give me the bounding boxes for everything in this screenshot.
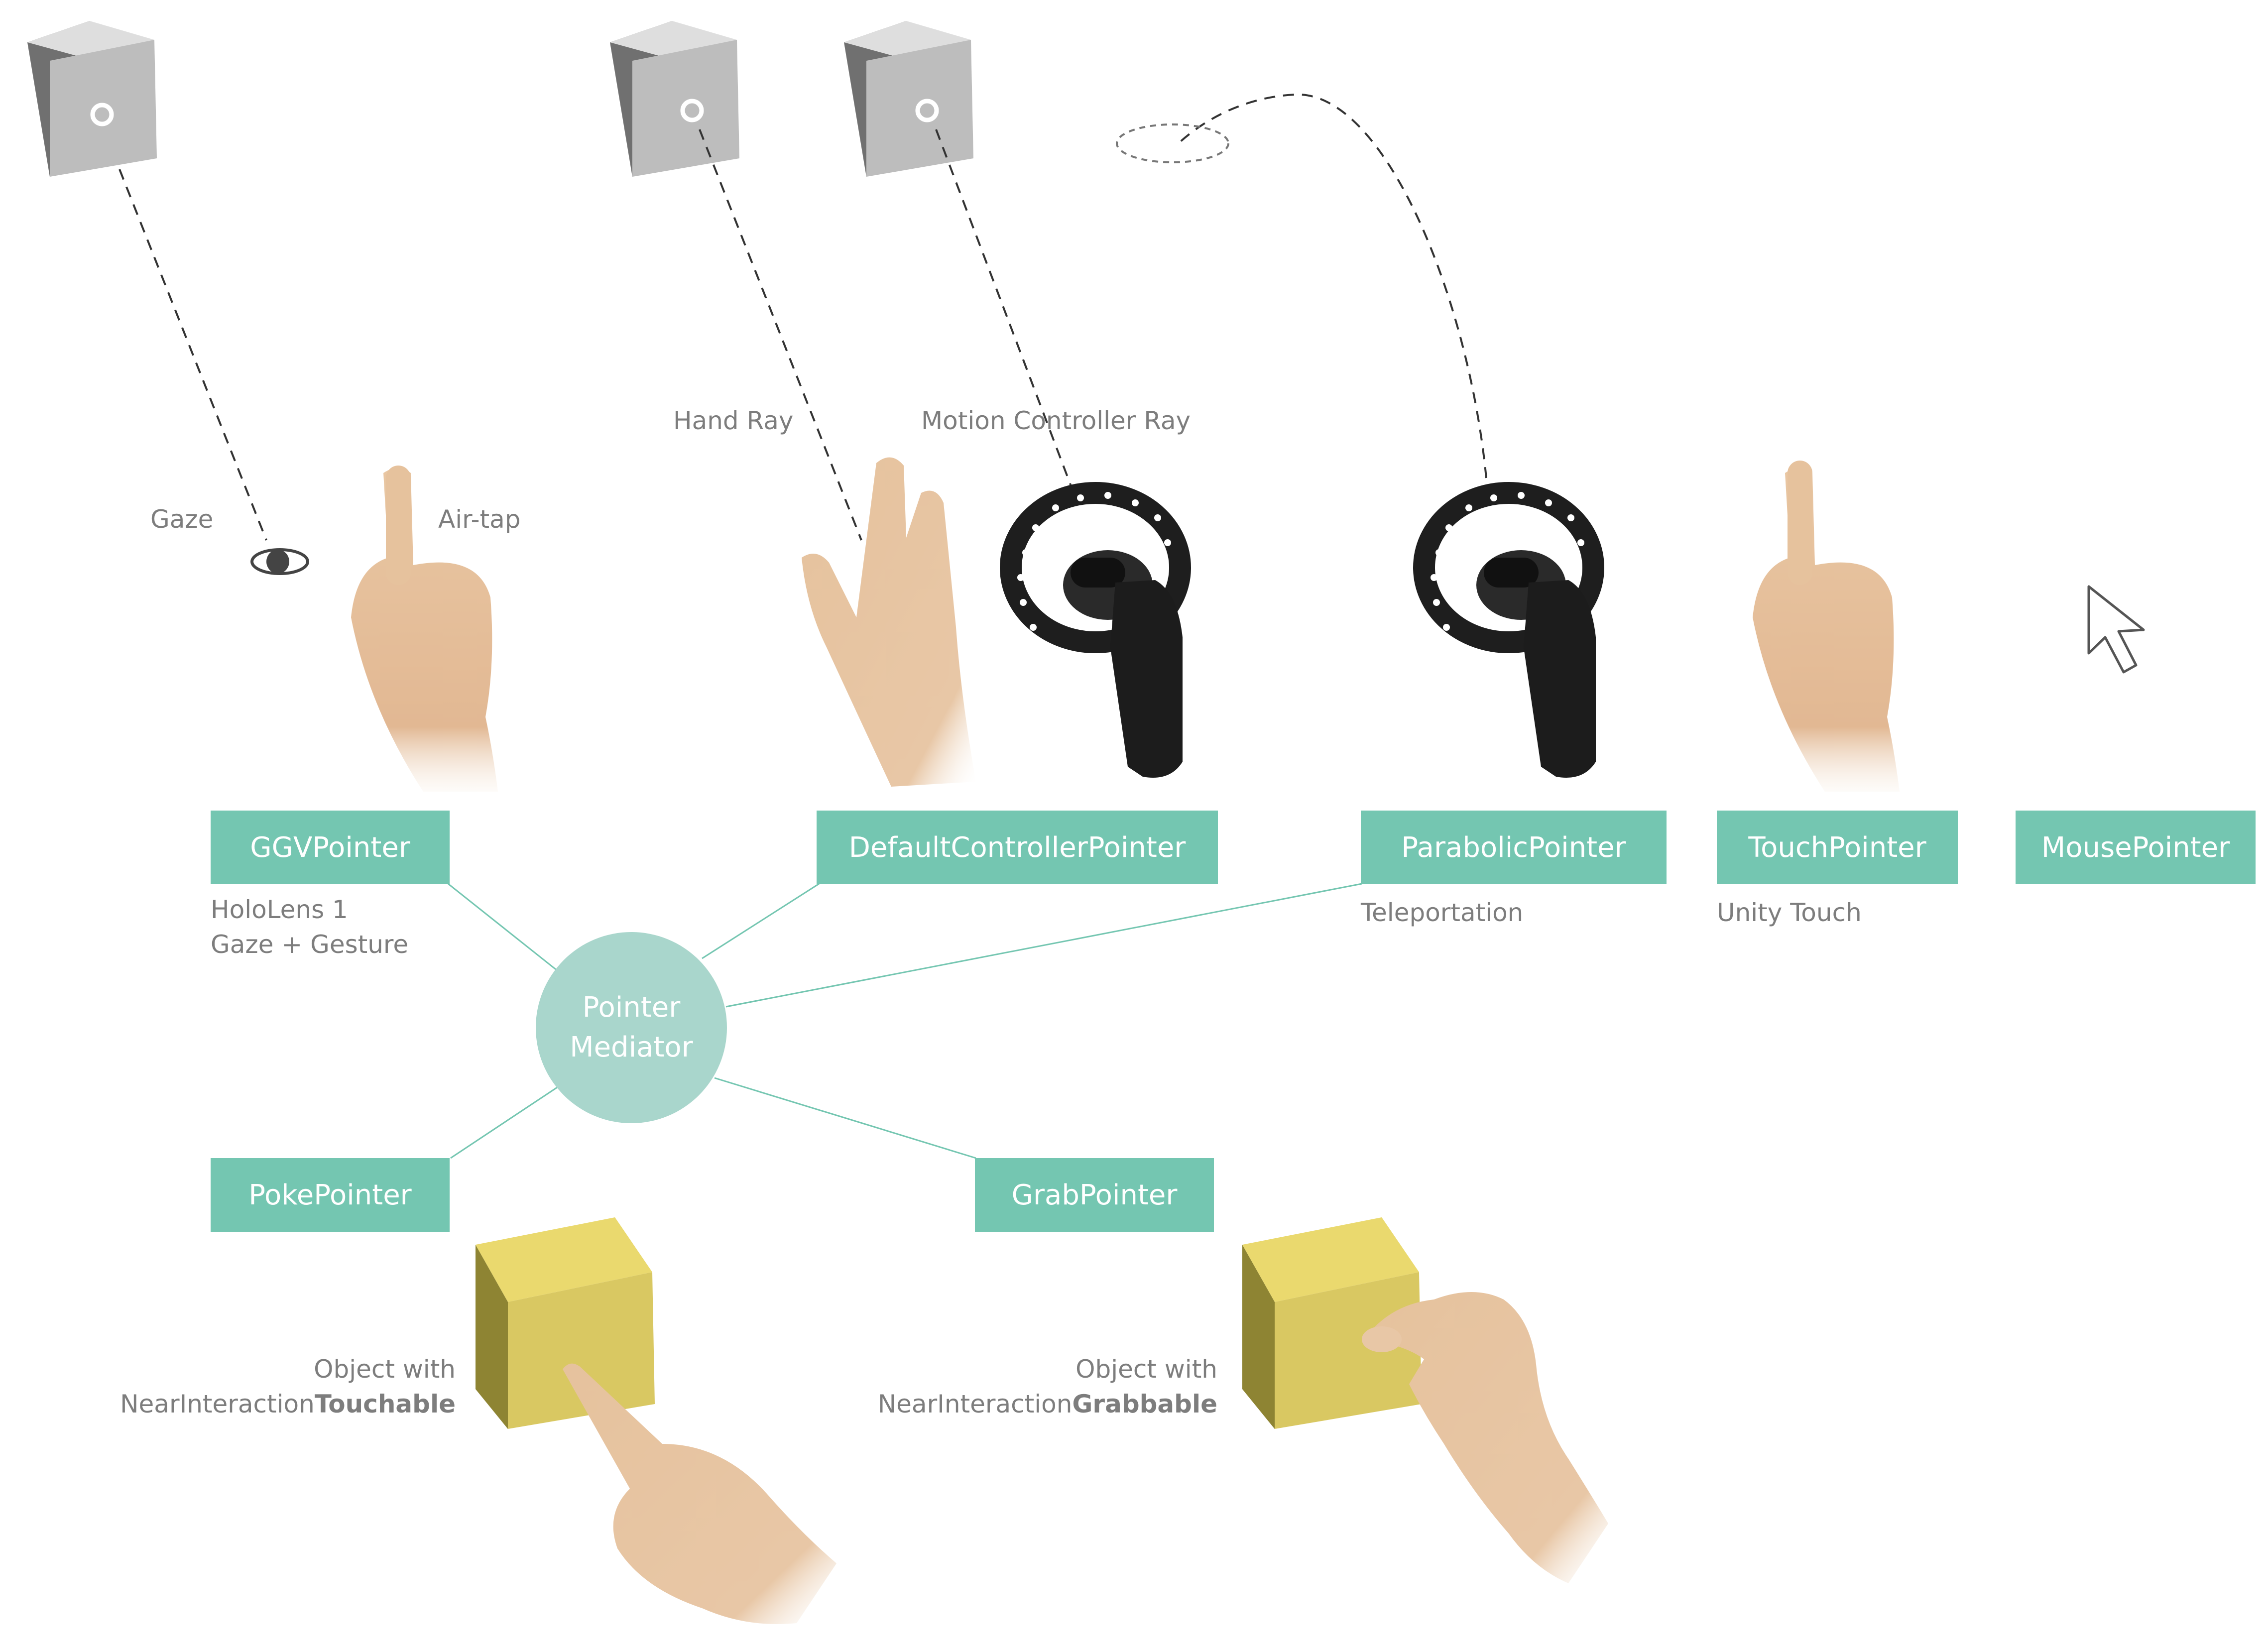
ggv-note: HoloLens 1 Gaze + Gesture	[211, 892, 408, 962]
gaze-ray	[119, 169, 267, 541]
parabolic-ray	[1179, 93, 1487, 478]
gray-cube-icon	[844, 21, 973, 177]
connector-lines	[448, 883, 1362, 1159]
grabbable-caption-bold: Grabbable	[1072, 1390, 1217, 1418]
motion-controller-icon	[1000, 482, 1191, 778]
poke-pointer-node: PokePointer	[211, 1158, 450, 1232]
grabbable-caption-line1: Object with	[1075, 1355, 1217, 1384]
air-tap-label: Air-tap	[438, 505, 521, 534]
hand-ray-label: Hand Ray	[673, 406, 794, 435]
touchable-object-caption: Object with NearInteractionTouchable	[120, 1352, 456, 1421]
ggv-pointer-node: GGVPointer	[211, 811, 450, 884]
yellow-cube-icon	[476, 1217, 655, 1429]
touchable-caption-line1: Object with	[314, 1355, 456, 1384]
default-controller-pointer-node: DefaultControllerPointer	[817, 811, 1218, 884]
touchable-caption-bold: Touchable	[314, 1390, 456, 1418]
mediator-label-line2: Mediator	[570, 1031, 693, 1063]
connector-ggv	[448, 883, 558, 972]
grabbable-caption-prefix: NearInteraction	[877, 1390, 1073, 1418]
pointer-mediator-node: Pointer Mediator	[536, 932, 727, 1123]
hand-icon	[1753, 461, 1900, 792]
gray-cube-icon	[27, 21, 157, 177]
hand-icon	[802, 457, 976, 787]
mediator-label-line1: Pointer	[582, 991, 681, 1024]
connector-parabolic	[725, 883, 1362, 1008]
connector-grab	[714, 1077, 976, 1159]
ggv-note-line1: HoloLens 1	[211, 895, 348, 924]
parabolic-pointer-node: ParabolicPointer	[1361, 811, 1667, 884]
hand-icon	[1362, 1292, 1608, 1583]
motion-controller-icon	[1413, 482, 1604, 778]
touchable-caption-prefix: NearInteraction	[120, 1390, 315, 1418]
connector-poke	[450, 1084, 561, 1159]
yellow-cube-icon	[1242, 1217, 1422, 1429]
teleport-target-icon	[1116, 123, 1229, 163]
mouse-cursor-icon	[2087, 585, 2145, 674]
grab-pointer-node: GrabPointer	[975, 1158, 1214, 1232]
parabolic-note: Teleportation	[1361, 898, 1524, 927]
hand-icon	[563, 1363, 836, 1624]
connector-default-controller	[702, 883, 820, 959]
mouse-pointer-node: MousePointer	[2016, 811, 2256, 884]
touch-pointer-node: TouchPointer	[1717, 811, 1958, 884]
hand-ray	[699, 129, 862, 541]
gray-cube-icon	[610, 21, 739, 177]
eye-icon	[250, 548, 309, 575]
motion-controller-ray-label: Motion Controller Ray	[921, 406, 1191, 435]
grabbable-object-caption: Object with NearInteractionGrabbable	[878, 1352, 1217, 1421]
hand-icon	[351, 466, 498, 792]
gaze-label: Gaze	[150, 505, 214, 534]
touch-note: Unity Touch	[1717, 898, 1862, 927]
ray-lines	[119, 93, 1487, 541]
controller-ray	[935, 129, 1076, 498]
ggv-note-line2: Gaze + Gesture	[211, 930, 409, 959]
